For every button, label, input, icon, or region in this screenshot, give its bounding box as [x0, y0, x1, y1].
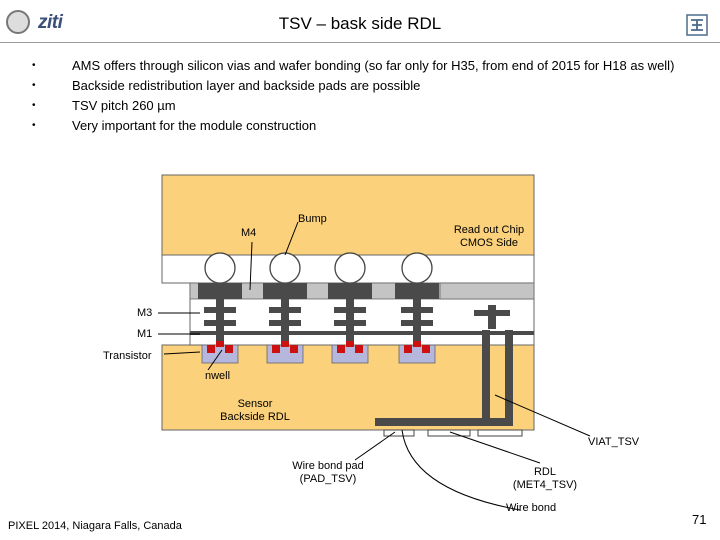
- readout-chip-label: Read out Chip CMOS Side: [444, 224, 534, 250]
- wire-bond-pad-label-line1: Wire bond pad: [292, 460, 364, 472]
- sensor-label-line1: Sensor: [237, 398, 273, 410]
- wire-bond-label: Wire bond: [506, 502, 557, 514]
- via-pad-shape: [477, 429, 523, 437]
- tsv-via: [482, 330, 490, 420]
- bullet-text: TSV pitch 260 µm: [72, 98, 176, 113]
- footer-conference: PIXEL 2014, Niagara Falls, Canada: [8, 520, 182, 532]
- sensor-label-line2: Backside RDL: [220, 411, 290, 423]
- backside-rdl: [375, 418, 513, 426]
- m4-label: M4: [241, 227, 257, 239]
- bullet-item: • Backside redistribution layer and back…: [30, 78, 680, 94]
- m4-pad: [198, 283, 242, 299]
- bullet-item: • AMS offers through silicon vias and wa…: [30, 58, 680, 74]
- rdl-label-line1: RDL: [533, 466, 556, 478]
- bullet-dot-icon: •: [32, 80, 36, 91]
- bullet-dot-icon: •: [32, 100, 36, 111]
- wire-bond-pad-label: Wire bond pad (PAD_TSV): [282, 460, 374, 486]
- bullet-dot-icon: •: [32, 60, 36, 71]
- tsv-via: [505, 330, 513, 420]
- m4-pad: [263, 283, 307, 299]
- slide-title: TSV – bask side RDL: [278, 14, 442, 33]
- bullet-list: • AMS offers through silicon vias and wa…: [30, 58, 680, 138]
- bump-label: Bump: [298, 213, 327, 225]
- rdl-label-line2: (MET4_TSV): [512, 479, 578, 491]
- m1-line: [190, 331, 534, 335]
- bullet-item: • TSV pitch 260 µm: [30, 98, 680, 114]
- implant-contacts: [207, 341, 430, 353]
- bullet-dot-icon: •: [32, 120, 36, 131]
- institute-logo-icon: [686, 14, 708, 36]
- wire-bond-pad-label-line2: (PAD_TSV): [299, 473, 357, 485]
- bump-ball: [401, 252, 433, 284]
- via-stacks: [204, 299, 510, 343]
- university-seal-logo: [6, 10, 30, 34]
- sensor-label: Sensor Backside RDL: [210, 398, 300, 424]
- m1-label: M1: [137, 328, 153, 340]
- bullet-item: • Very important for the module construc…: [30, 118, 680, 134]
- leader-lines: [158, 221, 591, 511]
- bump-ball: [334, 252, 366, 284]
- transistor-label: Transistor: [103, 350, 152, 362]
- viat-tsv-label: VIAT_TSV: [588, 436, 640, 448]
- m4-layer-right: [439, 282, 535, 300]
- page-number: 71: [692, 512, 707, 527]
- title-divider: [0, 42, 720, 43]
- readout-chip-label-line2: CMOS Side: [459, 237, 519, 249]
- rdl-pad-shape: [427, 429, 471, 437]
- readout-chip-label-line1: Read out Chip: [453, 224, 525, 236]
- m3-label: M3: [137, 307, 153, 319]
- bullet-text: Very important for the module constructi…: [72, 118, 317, 133]
- bullet-text: Backside redistribution layer and backsi…: [72, 78, 421, 93]
- m4-pad: [328, 283, 372, 299]
- bump-ball: [204, 252, 236, 284]
- ziti-logo: ziti: [38, 12, 63, 33]
- m4-pad: [395, 283, 439, 299]
- rdl-label: RDL (MET4_TSV): [500, 466, 590, 492]
- bullet-text: AMS offers through silicon vias and wafe…: [72, 58, 675, 73]
- nwell-label: nwell: [205, 370, 231, 382]
- wire-bond-pad-shape: [383, 429, 415, 437]
- bump-ball: [269, 252, 301, 284]
